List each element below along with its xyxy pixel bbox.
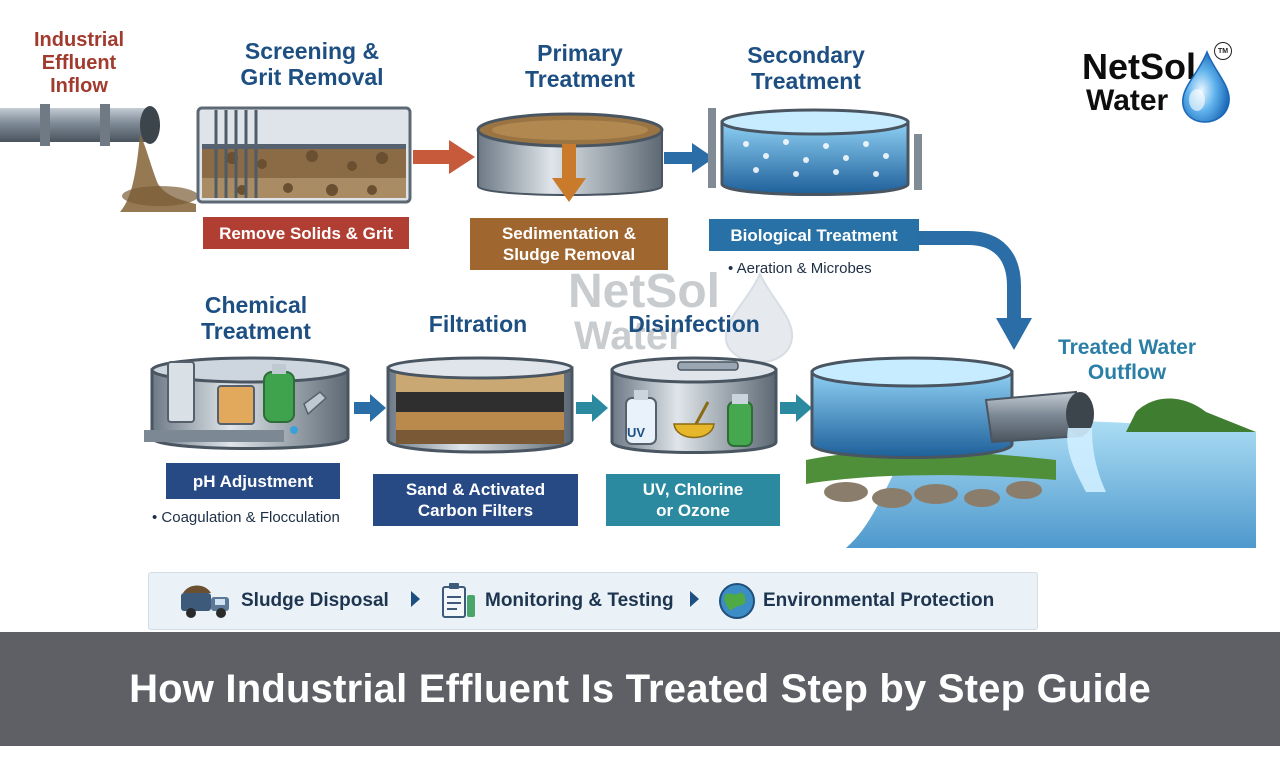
bottom-label-environmental: Environmental Protection	[763, 590, 995, 611]
secondary-tank-illustration	[708, 108, 922, 196]
primary-label-line1: Sedimentation &	[501, 224, 637, 243]
arrow-chemical-to-filtration	[354, 394, 386, 422]
disinfection-label: UV, Chlorine or Ozone	[606, 474, 780, 526]
arrow-primary-to-secondary	[664, 143, 714, 173]
logo-water-drop-icon	[1182, 49, 1230, 123]
inflow-title-line3: Inflow	[50, 75, 108, 97]
inflow-pipe-icon	[0, 104, 198, 212]
arrow-disinfection-to-outflow	[780, 394, 812, 422]
filtration-label: Sand & Activated Carbon Filters	[373, 474, 578, 526]
trademark-mark: TM	[1214, 42, 1232, 60]
disinfection-tank-illustration	[610, 356, 778, 454]
logo-text-netsol: NetSol	[1082, 46, 1197, 87]
arrow-filtration-to-disinfection	[576, 394, 608, 422]
inflow-title-line1: Industrial	[33, 29, 124, 51]
disinfection-title: Disinfection	[608, 311, 780, 337]
bottom-item-monitoring: Monitoring & Testing	[439, 573, 674, 629]
bottom-item-sludge-disposal: Sludge Disposal	[179, 573, 389, 629]
chemical-title: Chemical Treatment	[168, 292, 344, 344]
filtration-label-line2: Carbon Filters	[417, 501, 534, 520]
outflow-title-line2: Outflow	[1087, 361, 1167, 384]
primary-label-line2: Sludge Removal	[502, 245, 636, 264]
bottom-chevron-2	[690, 591, 699, 607]
secondary-label: Biological Treatment	[709, 219, 919, 251]
filtration-title-text: Filtration	[428, 311, 528, 337]
inflow-title: Industrial Effluent Inflow	[12, 29, 146, 98]
primary-title: Primary Treatment	[490, 40, 670, 92]
screening-title: Screening & Grit Removal	[222, 38, 402, 90]
title-banner: How Industrial Effluent Is Treated Step …	[0, 632, 1280, 746]
chemical-bullet: • Coagulation & Flocculation	[152, 509, 340, 526]
chemical-title-line2: Treatment	[201, 318, 311, 344]
bottom-label-monitoring: Monitoring & Testing	[485, 590, 674, 611]
chemical-tank-illustration	[144, 356, 350, 450]
watermark: NetSol Water	[568, 265, 721, 358]
secondary-bullet: • Aeration & Microbes	[728, 260, 872, 277]
truck-icon	[181, 585, 229, 618]
watermark-line2: Water	[574, 314, 684, 358]
disinfection-label-line1: UV, Chlorine	[642, 480, 744, 499]
screening-title-line1: Screening &	[244, 38, 380, 64]
primary-title-line2: Treatment	[525, 66, 635, 92]
primary-label: Sedimentation & Sludge Removal	[470, 218, 668, 270]
inflow-title-line2: Effluent	[41, 52, 117, 74]
logo-text-water: Water	[1086, 84, 1169, 117]
netsol-logo: NetSol Water	[1082, 48, 1196, 116]
secondary-title-line2: Treatment	[751, 68, 861, 94]
bottom-item-environmental: Environmental Protection	[717, 573, 994, 629]
watermark-line1: NetSol	[568, 265, 721, 318]
filtration-tank-illustration	[386, 356, 574, 454]
clipboard-icon	[442, 583, 475, 618]
screening-title-line2: Grit Removal	[240, 64, 384, 90]
screening-label: Remove Solids & Grit	[203, 217, 409, 249]
chemical-label: pH Adjustment	[166, 463, 340, 499]
arrow-screening-to-primary	[413, 140, 475, 174]
disinfection-label-line2: or Ozone	[656, 501, 730, 520]
primary-title-line1: Primary	[537, 40, 623, 66]
arrow-secondary-to-outflow	[918, 231, 1032, 350]
primary-tank-illustration	[476, 112, 664, 202]
globe-icon	[719, 583, 755, 619]
secondary-title: Secondary Treatment	[716, 42, 896, 94]
banner-title: How Industrial Effluent Is Treated Step …	[129, 666, 1151, 711]
filtration-label-line1: Sand & Activated	[405, 480, 546, 499]
outflow-illustration	[806, 356, 1256, 548]
outflow-title: Treated Water Outflow	[1036, 335, 1218, 385]
bottom-label-sludge-disposal: Sludge Disposal	[241, 590, 389, 611]
secondary-title-line1: Secondary	[747, 42, 865, 68]
outflow-title-line1: Treated Water	[1057, 336, 1197, 359]
chemical-title-line1: Chemical	[204, 292, 308, 318]
bottom-info-bar: Sludge Disposal Monitoring & Testing Env…	[148, 572, 1038, 630]
filtration-title: Filtration	[398, 311, 558, 337]
disinfection-uv-text: UV	[627, 425, 646, 440]
screening-tank-illustration	[196, 106, 412, 204]
bottom-chevron-1	[411, 591, 420, 607]
disinfection-title-text: Disinfection	[628, 311, 760, 337]
